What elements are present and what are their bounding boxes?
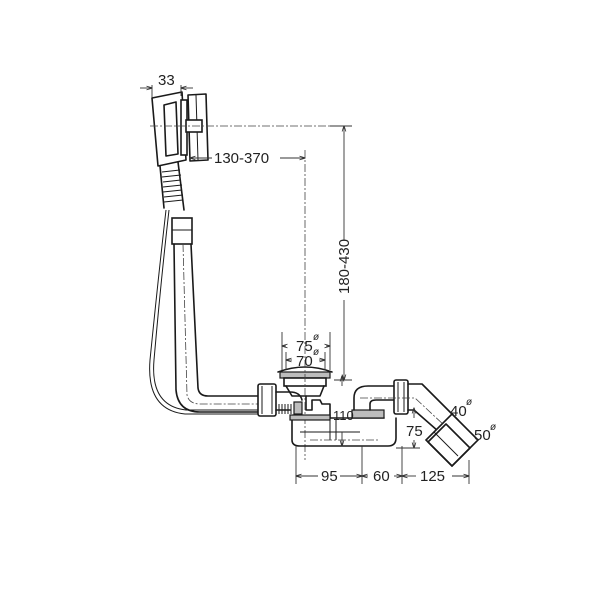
dim-bottom-chain	[296, 446, 469, 484]
outlet-sleeve	[424, 412, 480, 468]
diameter-symbol-40: ø	[466, 397, 472, 408]
overflow-pipe	[173, 243, 263, 413]
diameter-symbol-outer: ø	[313, 332, 319, 343]
diameter-symbol-inner: ø	[313, 347, 319, 358]
dim-span-125: 125	[420, 468, 445, 485]
diameter-symbol-50: ø	[490, 422, 496, 433]
dim-horizontal-offset: 130-370	[214, 150, 269, 167]
dim-diameters	[282, 332, 330, 370]
flex-hose	[159, 161, 193, 245]
drain-valve	[277, 150, 333, 460]
dim-outlet-diameter-large: 50	[474, 427, 491, 444]
dim-outlet-diameter-small: 40	[450, 403, 467, 420]
dim-span-60: 60	[373, 468, 390, 485]
dim-outlet-75	[396, 408, 420, 448]
bowden-cable	[149, 209, 270, 415]
dim-outlet-height: 75	[406, 423, 423, 440]
dim-vertical-range: 180-430	[336, 239, 353, 294]
union-nut-left	[257, 383, 303, 417]
outlet-elbow	[351, 379, 461, 441]
dim-trap-height: 110	[333, 408, 354, 423]
dim-span-95: 95	[321, 468, 338, 485]
dim-outer-diameter: 75	[296, 338, 313, 355]
trap-body	[289, 414, 397, 447]
overflow-head	[150, 91, 345, 167]
dim-overflow-depth: 33	[158, 72, 175, 89]
dim-inner-diameter: 70	[296, 353, 313, 370]
dim-33	[140, 85, 193, 98]
